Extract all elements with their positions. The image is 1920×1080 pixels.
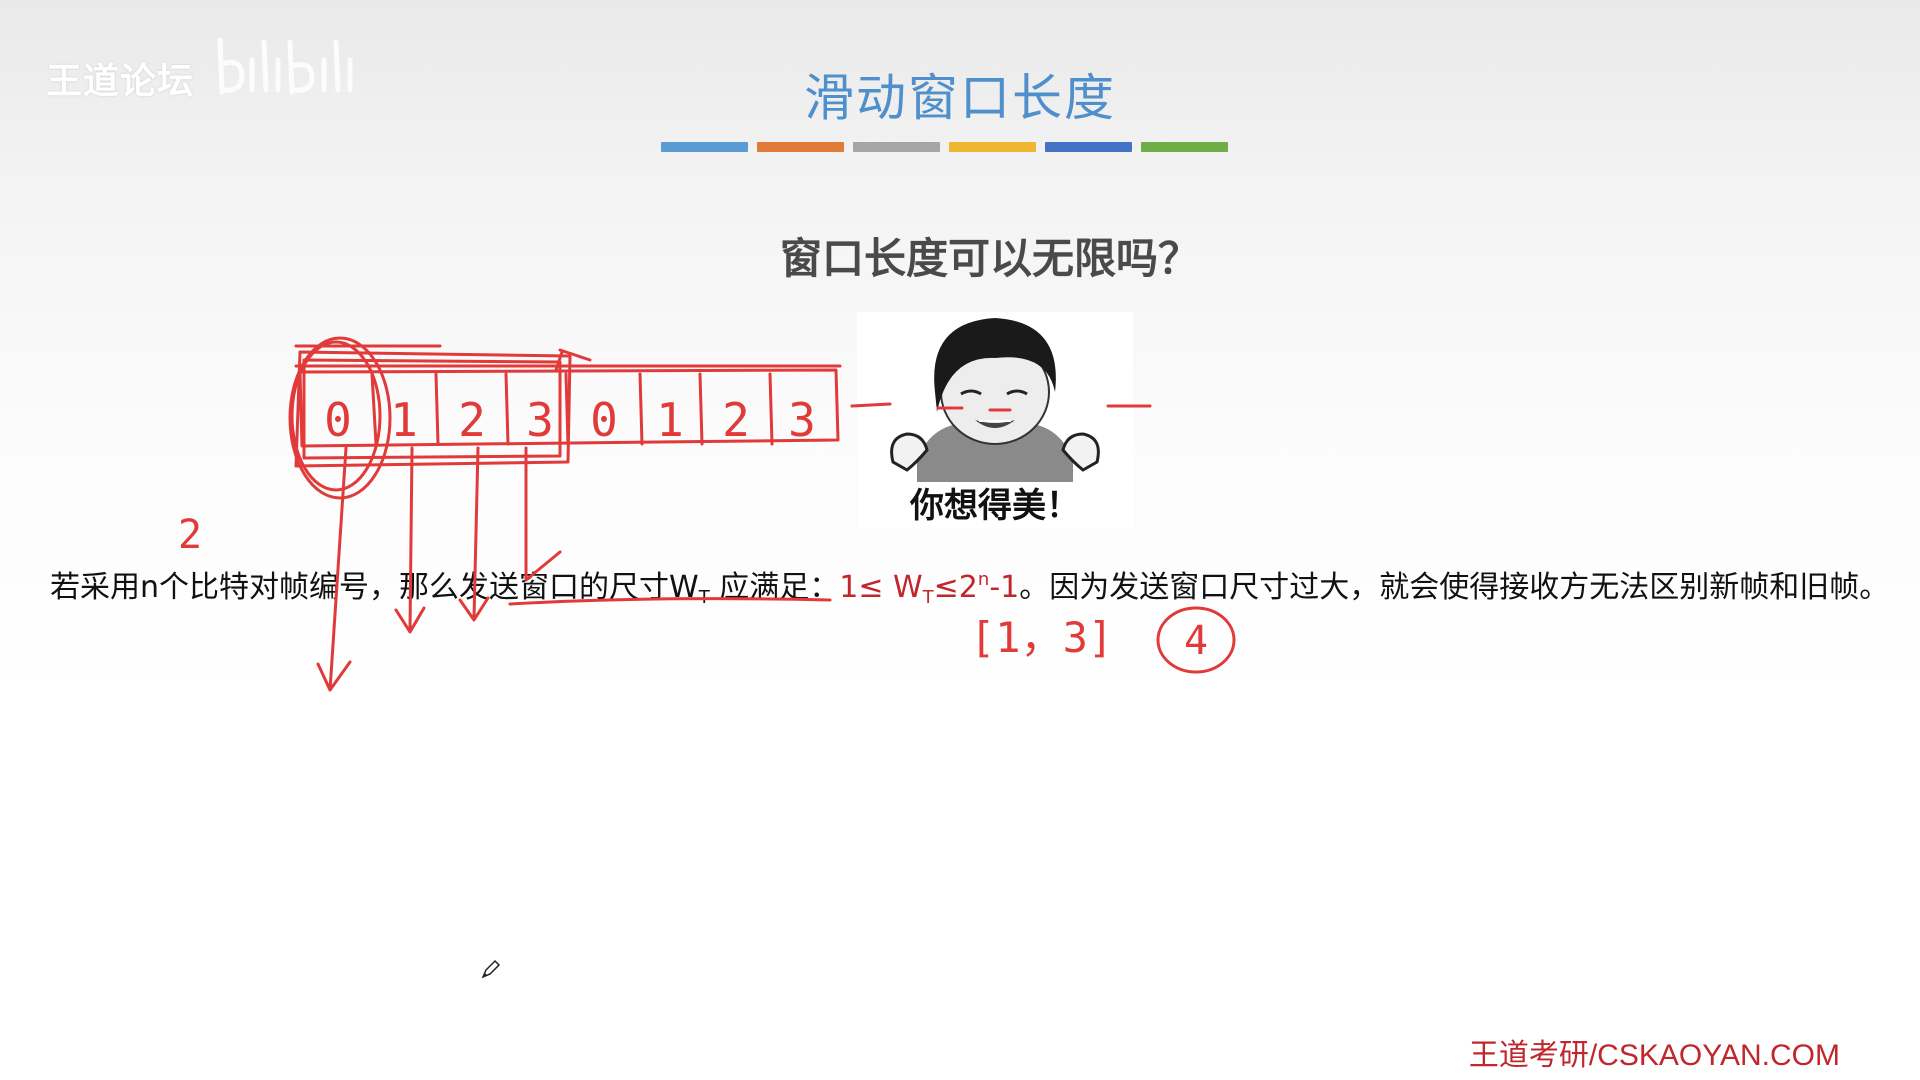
meme-face-icon	[890, 318, 1100, 482]
meme-caption: 你想得美！	[910, 486, 1080, 526]
color-bar-segment	[853, 142, 940, 152]
formula-a: 1≤ W	[839, 570, 923, 605]
cell-label: 1	[390, 393, 418, 447]
cell-label: 0	[324, 393, 352, 447]
body-text-part3: 。因为发送窗口尺寸过大，就会使得接收方无法区别新帧和旧帧。	[1019, 570, 1890, 605]
cell-label: 1	[656, 393, 684, 447]
watermark-text: 王道论坛	[46, 61, 195, 102]
pen-cursor-icon	[481, 959, 501, 979]
cell-label: 3	[788, 393, 816, 447]
color-bar-segment	[949, 142, 1036, 152]
n-mark-label: 2	[178, 512, 202, 558]
cell-label: 2	[722, 393, 750, 447]
slide-question: 窗口长度可以无限吗？	[779, 234, 1200, 283]
title-color-bar	[661, 142, 1228, 152]
body-text-part2: 应满足：	[709, 570, 840, 605]
range-note: [1，3]	[970, 613, 1113, 662]
circled-number: 4	[1184, 618, 1208, 664]
color-bar-segment	[1045, 142, 1132, 152]
cell-label: 2	[458, 393, 486, 447]
body-paragraph: 若采用n个比特对帧编号，那么发送窗口的尺寸WT 应满足：1≤ WT≤2n-1。因…	[50, 558, 1890, 620]
meme-image: 你想得美！	[857, 312, 1133, 528]
window-cell-labels: 0 1 2 3 0 1 2 3	[324, 393, 816, 447]
subscript-t: T	[698, 587, 710, 608]
formula-b: ≤2	[933, 570, 978, 605]
formula-superscript-n: n	[977, 569, 990, 590]
color-bar-segment	[661, 142, 748, 152]
color-bar-segment	[1141, 142, 1228, 152]
formula-subscript-t: T	[922, 587, 934, 608]
cell-label: 3	[526, 393, 554, 447]
cell-label: 0	[590, 393, 618, 447]
formula-c: -1	[989, 570, 1020, 605]
color-bar-segment	[757, 142, 844, 152]
bilibili-logo-icon	[217, 37, 353, 95]
body-text-part1: 若采用n个比特对帧编号，那么发送窗口的尺寸W	[50, 570, 699, 605]
slide-title: 滑动窗口长度	[804, 69, 1116, 127]
footer-brand: 王道考研/CSKAOYAN.COM	[1468, 1039, 1840, 1072]
